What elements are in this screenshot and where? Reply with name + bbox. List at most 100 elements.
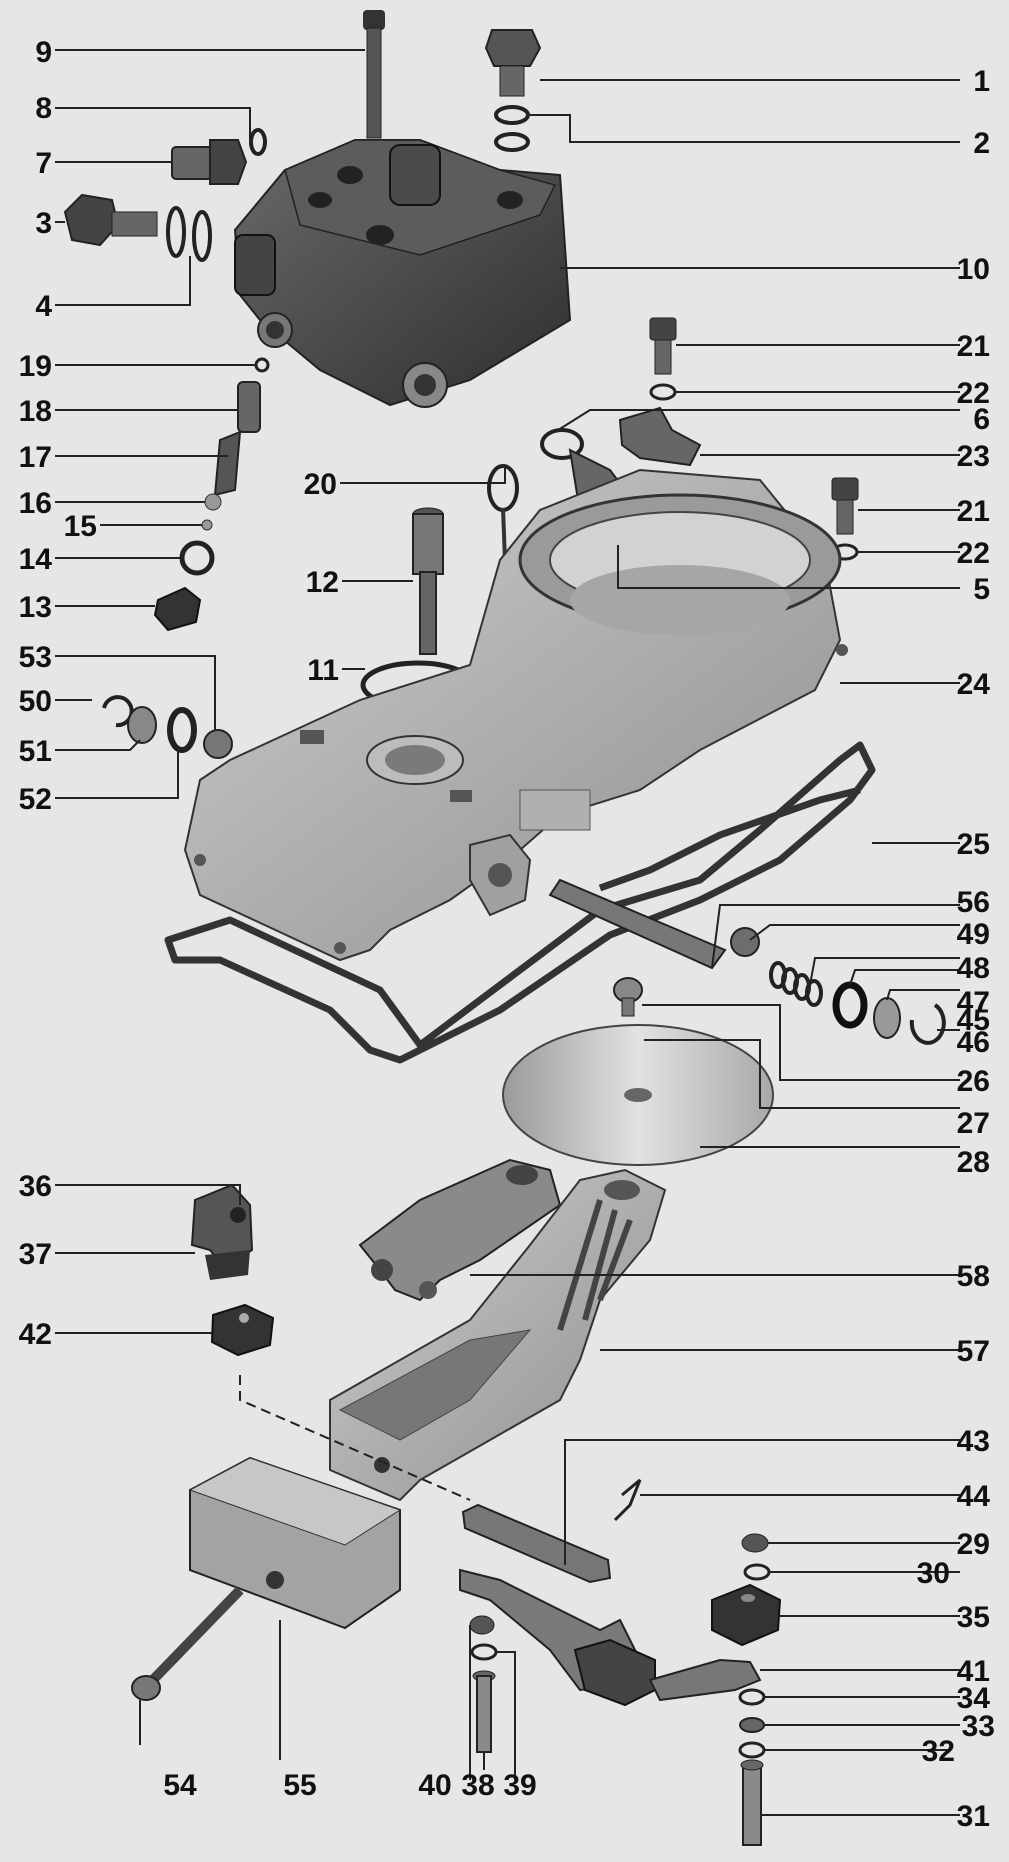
callout-53: 53: [19, 641, 52, 674]
bolt-21-lower: [831, 477, 859, 561]
callout-52: 52: [19, 783, 52, 816]
callout-22-upper: 22: [957, 377, 990, 410]
block-42-part: [210, 1303, 275, 1357]
callout-37: 37: [19, 1238, 52, 1271]
lever-arm-part: [358, 1158, 562, 1302]
callout-1: 1: [973, 65, 990, 98]
callout-33: 33: [962, 1710, 995, 1743]
callout-27: 27: [957, 1107, 990, 1140]
support-bracket-part: [329, 1168, 667, 1502]
washer-32-part: [738, 1741, 766, 1759]
callout-29: 29: [957, 1528, 990, 1561]
callout-9: 9: [35, 36, 52, 69]
bolt-38-part: [472, 1670, 496, 1753]
callout-56: 56: [957, 886, 990, 919]
check-valve-parts: [102, 695, 233, 759]
callout-30: 30: [917, 1557, 950, 1590]
callout-24: 24: [957, 668, 991, 701]
cylinder-head-part: [233, 139, 572, 408]
long-bolt-part: [363, 10, 385, 139]
callout-4: 4: [35, 290, 52, 323]
callout-55: 55: [283, 1769, 316, 1802]
callout-20: 20: [304, 468, 337, 501]
callout-54: 54: [163, 1769, 197, 1802]
callout-26: 26: [957, 1065, 990, 1098]
circlip-part: [909, 1003, 946, 1045]
valve-small-parts: [153, 357, 270, 632]
callout-46: 46: [957, 1026, 990, 1059]
nut-40-part: [469, 1615, 495, 1635]
washer-34-part: [738, 1688, 766, 1706]
callout-labels: 9 8 7 3 4 19 18 17 16 15 14 13 53 50 51 …: [19, 36, 995, 1833]
gasket-part: [164, 741, 876, 1064]
callout-49: 49: [957, 918, 990, 951]
lock-washer-33-part: [739, 1717, 765, 1733]
callout-17: 17: [19, 441, 52, 474]
callout-57: 57: [957, 1335, 990, 1368]
callout-21-lower: 21: [957, 495, 990, 528]
banjo-bolt-part: [484, 29, 542, 152]
callout-47: 47: [957, 986, 990, 1019]
callout-39: 39: [503, 1769, 536, 1802]
callout-38: 38: [461, 1769, 494, 1802]
callout-10: 10: [957, 253, 990, 286]
union-fitting-part: [171, 128, 267, 185]
seal-ring-part: [832, 981, 868, 1029]
callout-3: 3: [35, 207, 52, 240]
hollow-bolt-part: [63, 193, 212, 262]
callout-40: 40: [418, 1769, 451, 1802]
callout-35: 35: [957, 1601, 990, 1634]
long-screw-part: [131, 1586, 244, 1701]
callout-32: 32: [922, 1735, 955, 1768]
callout-8: 8: [35, 92, 52, 125]
callout-21-upper: 21: [957, 330, 990, 363]
callout-42: 42: [19, 1318, 52, 1351]
plate-43-part: [461, 1503, 612, 1584]
washer-39-part: [470, 1643, 498, 1661]
ball-part: [730, 927, 760, 957]
rubber-pad-part: [711, 1583, 782, 1647]
bolt-31-part: [740, 1759, 764, 1846]
callout-15: 15: [64, 510, 97, 543]
callout-51: 51: [19, 735, 52, 768]
bracket-part: [618, 406, 702, 467]
rubber-block-part: [188, 1456, 402, 1630]
washer-30-part: [743, 1563, 771, 1581]
callout-44: 44: [957, 1480, 991, 1513]
callout-58: 58: [957, 1260, 990, 1293]
callout-16: 16: [19, 487, 52, 520]
callout-14: 14: [19, 543, 53, 576]
spring-clip-part: [613, 1478, 642, 1522]
callout-19: 19: [19, 350, 52, 383]
callout-25: 25: [957, 828, 990, 861]
callout-28: 28: [957, 1146, 990, 1179]
bolt-21-upper: [649, 317, 677, 401]
callout-2: 2: [973, 127, 990, 160]
callout-13: 13: [19, 591, 52, 624]
spring-part: [769, 961, 823, 1007]
crankcase-housing-part: [183, 468, 848, 962]
callout-31: 31: [957, 1800, 990, 1833]
callout-6: 6: [973, 403, 990, 436]
callout-34: 34: [957, 1682, 991, 1715]
callout-18: 18: [19, 395, 52, 428]
callout-43: 43: [957, 1425, 990, 1458]
leader-lines: [55, 49, 960, 1816]
bell-crank-part: [459, 1568, 762, 1707]
clamp-part: [190, 1183, 254, 1280]
callout-41: 41: [957, 1655, 990, 1688]
shaft-part: [548, 878, 727, 970]
callout-48: 48: [957, 952, 990, 985]
callout-22-lower: 22: [957, 537, 990, 570]
callout-11: 11: [307, 654, 339, 687]
callout-12: 12: [306, 566, 339, 599]
nut-29-part: [741, 1533, 769, 1553]
callout-7: 7: [35, 147, 52, 180]
callout-23: 23: [957, 440, 990, 473]
callout-50: 50: [19, 685, 52, 718]
callout-5: 5: [973, 573, 990, 606]
diaphragm-disc-part: [502, 1024, 774, 1166]
washer-disc-part: [873, 997, 901, 1039]
